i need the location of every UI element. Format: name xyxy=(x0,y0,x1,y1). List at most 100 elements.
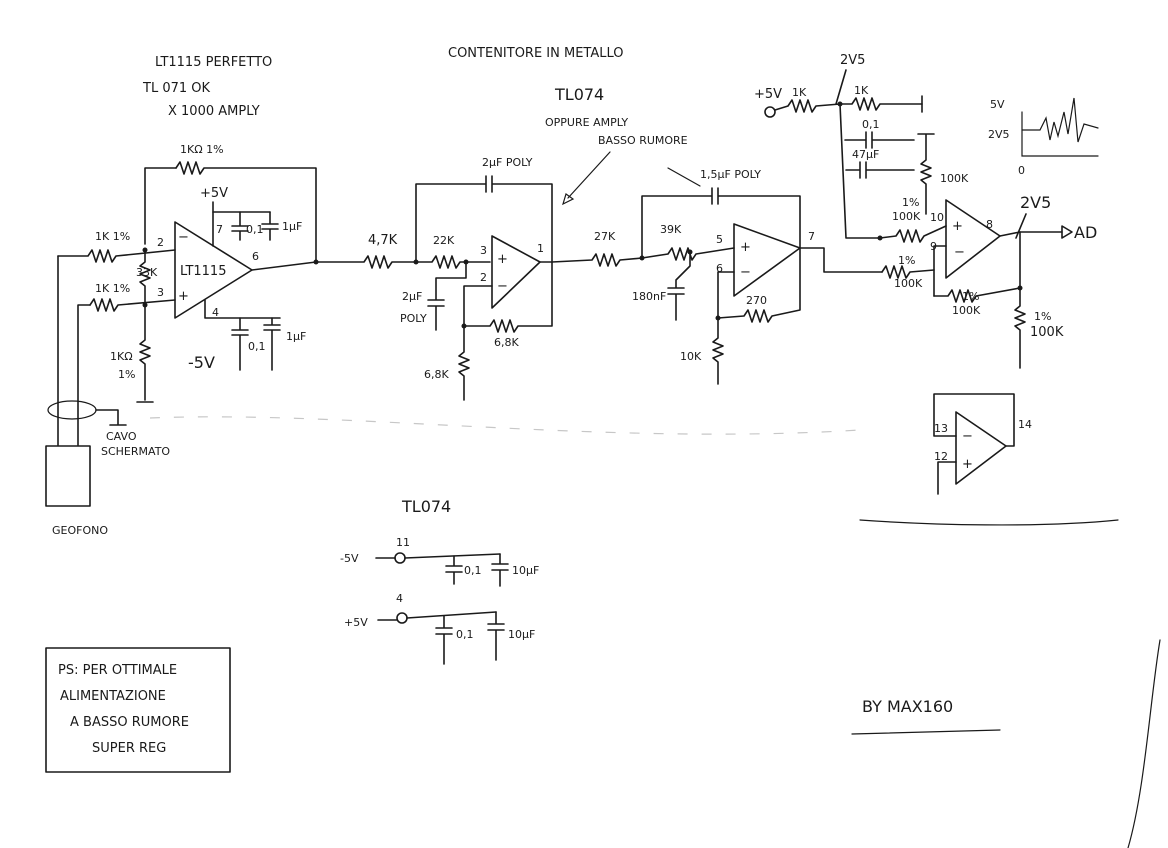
resistor-label: 4,7K xyxy=(368,233,398,248)
capacitor-label: 2μF xyxy=(402,290,422,303)
capacitor-label: 10μF xyxy=(508,628,535,641)
supply-terminal xyxy=(764,106,776,118)
resistor-feedback xyxy=(463,261,553,333)
resistor-4k7 xyxy=(315,255,417,269)
opamp-plus: + xyxy=(952,219,963,234)
resistor-label: 1K xyxy=(854,84,869,97)
resistor-1k xyxy=(774,99,841,113)
capacitor xyxy=(261,211,279,241)
resistor-39k xyxy=(641,247,735,261)
resistor-label: 1% xyxy=(962,290,979,303)
note-line: A BASSO RUMORE xyxy=(70,715,189,730)
pin-number: 1 xyxy=(537,242,544,255)
resistor-feedback xyxy=(175,161,317,263)
opamp-minus: − xyxy=(962,429,973,444)
wire xyxy=(375,553,501,559)
resistor-input1 xyxy=(57,249,176,263)
resistor-label: 1% xyxy=(118,368,135,381)
resistor-label: 10K xyxy=(680,350,702,363)
capacitor-label: 0,1 xyxy=(464,564,482,577)
scope-label: 0 xyxy=(1018,164,1025,177)
wire xyxy=(463,285,493,327)
capacitor-label: 0,1 xyxy=(246,223,264,236)
ic-label: LT1115 xyxy=(180,264,226,279)
resistor-label: 270 xyxy=(746,294,767,307)
scope-label: 2V5 xyxy=(988,128,1010,141)
opamp-minus: − xyxy=(497,279,508,294)
cable-label: CAVO xyxy=(106,430,137,443)
stage-note: OPPURE AMPLY xyxy=(545,116,628,129)
pin-number: 4 xyxy=(212,306,219,319)
capacitor-label: 0,1 xyxy=(456,628,474,641)
wire xyxy=(717,271,735,319)
capacitor-label: 10μF xyxy=(512,564,539,577)
capacitor-ground xyxy=(427,261,467,331)
wire xyxy=(799,247,883,273)
capacitor xyxy=(231,317,249,371)
pin-number: 12 xyxy=(934,450,948,463)
reference-label: 2V5 xyxy=(840,53,865,68)
opamp-plus: + xyxy=(497,252,508,267)
sensor-label: GEOFONO xyxy=(52,524,108,537)
junction xyxy=(142,247,148,253)
output-arrow-icon xyxy=(1061,225,1073,239)
chip-label: TL074 xyxy=(554,85,604,104)
supply-label: -5V xyxy=(340,552,359,565)
resistor-label: 1K 1% xyxy=(95,230,130,243)
wire xyxy=(937,461,957,495)
scope-waveform xyxy=(1021,97,1099,143)
supply-terminal xyxy=(396,612,408,624)
opamp-plus: + xyxy=(740,240,751,255)
reference-arrow xyxy=(835,69,847,105)
amp1-note-line: X 1000 AMPLY xyxy=(168,104,260,119)
opamp-minus: − xyxy=(178,230,189,245)
pin-number: 6 xyxy=(252,250,259,263)
note-line: PS: PER OTTIMALE xyxy=(58,663,177,678)
resistor-input2 xyxy=(89,298,176,312)
capacitor-label: POLY xyxy=(400,312,427,325)
supply-label: +5V xyxy=(754,87,782,102)
page-edge-mark xyxy=(859,519,1119,526)
resistor-label: 6,8K xyxy=(424,368,449,381)
wire xyxy=(204,299,281,319)
annotation-arrow xyxy=(667,167,701,187)
capacitor-label: 0,1 xyxy=(862,118,880,131)
opamp-plus: + xyxy=(178,289,189,304)
wire xyxy=(839,103,879,239)
resistor-label: 1K 1% xyxy=(95,282,130,295)
capacitor-label: 1μF xyxy=(286,330,306,343)
resistor-label: 1K xyxy=(792,86,807,99)
fold-line xyxy=(149,416,861,435)
note-line: SUPER REG xyxy=(92,741,166,756)
wire xyxy=(144,167,177,245)
scope-label: 5V xyxy=(990,98,1005,111)
amp1-note-line: TL 071 OK xyxy=(142,81,210,96)
resistor-label: 33K xyxy=(136,266,158,279)
shielded-cable xyxy=(47,400,97,420)
capacitor-label: 2μF POLY xyxy=(482,156,533,169)
resistor-100k-top xyxy=(917,133,935,215)
wire xyxy=(77,304,91,446)
page-title: CONTENITORE IN METALLO xyxy=(448,46,624,61)
resistor-label: 100K xyxy=(892,210,921,223)
supply-label: +5V xyxy=(344,616,368,629)
capacitor xyxy=(487,611,505,661)
resistor-ground xyxy=(458,325,470,401)
capacitor-label: 1μF xyxy=(282,220,302,233)
pin-number: 5 xyxy=(716,233,723,246)
resistor-label: 100K xyxy=(952,304,981,317)
resistor-label: 100K xyxy=(940,172,969,185)
wire xyxy=(933,393,1015,447)
resistor-100k-ref xyxy=(879,225,947,243)
chip-label: TL074 xyxy=(401,497,451,516)
capacitor-ground xyxy=(667,251,691,321)
capacitor-label: 1,5μF POLY xyxy=(700,168,761,181)
wire-output xyxy=(251,261,317,271)
pin-number: 2 xyxy=(157,236,164,249)
capacitor-label: 180nF xyxy=(632,290,666,303)
supply-label: +5V xyxy=(200,186,228,201)
capacitor-label: 0,1 xyxy=(248,340,266,353)
wire-output xyxy=(999,231,1021,289)
capacitor xyxy=(445,555,463,585)
shield-ground xyxy=(95,409,127,426)
